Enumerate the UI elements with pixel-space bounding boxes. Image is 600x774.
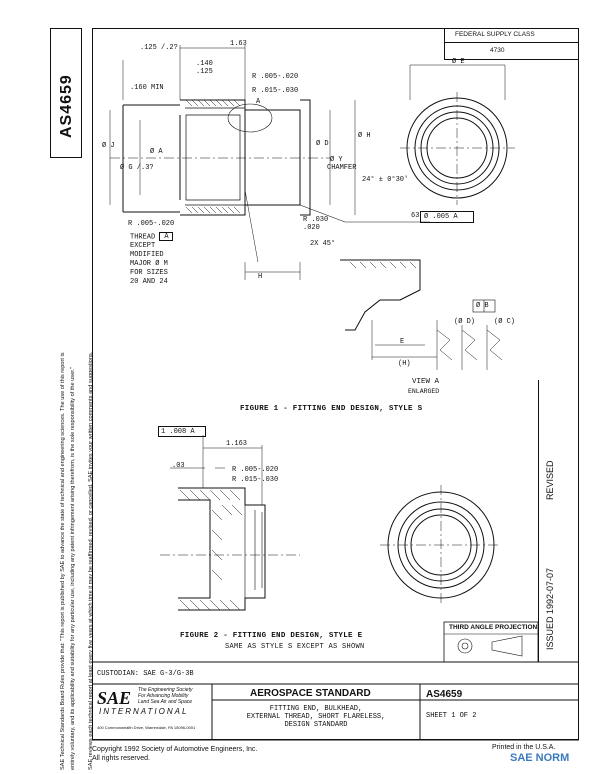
watermark-logo: SAE NORM <box>510 752 570 764</box>
view-a-enlarged <box>340 259 503 370</box>
copyright: Copyright 1992 Society of Automotive Eng… <box>92 746 258 753</box>
dim-oh: Ø H <box>358 132 371 140</box>
dim-125b: .125 <box>196 68 213 76</box>
dim-163: 1.63 <box>230 40 247 48</box>
fig2-end-view <box>380 485 500 605</box>
dim-e: E <box>400 338 405 346</box>
dim-od-ref: (Ø D) <box>454 318 476 326</box>
fcf-box <box>420 211 474 223</box>
doc-title: FITTING END, BULKHEAD, EXTERNAL THREAD, … <box>246 705 386 729</box>
printed: Printed in the U.S.A. <box>492 744 556 751</box>
third-angle-label: THIRD ANGLE PROJECTION <box>449 624 538 631</box>
dim-ob: Ø B <box>476 302 489 310</box>
fig2-dim-1163: 1.163 <box>226 440 248 448</box>
rights: All rights reserved. <box>92 755 150 762</box>
fig2-dim-r015: R .015-.030 <box>232 476 279 484</box>
view-a-label: VIEW A <box>412 378 440 386</box>
title-doc-number: AS4659 <box>426 689 463 700</box>
fig2-dim-r005: R .005-.020 <box>232 466 279 474</box>
label-chamfer: CHAMFER <box>327 164 357 172</box>
dim-r005: R .005-.020 <box>252 73 299 81</box>
federal-supply-box <box>444 28 579 60</box>
dim-og: Ø G /.3? <box>120 164 154 172</box>
dim-oa: Ø A <box>150 148 163 156</box>
thread-note: THREAD A EXCEPT MODIFIED MAJOR Ø M FOR S… <box>130 232 174 287</box>
title-block-lines <box>92 661 579 741</box>
label-a: A <box>256 98 261 106</box>
fig2-fcf-box <box>158 426 206 437</box>
fig1-section-view <box>109 45 430 280</box>
view-a-sub: ENLARGED <box>408 388 440 395</box>
dim-od: Ø D <box>316 140 329 148</box>
doc-number-box <box>50 28 82 158</box>
dim-r015: R .015-.030 <box>252 87 299 95</box>
sae-logo: SAE <box>97 688 132 708</box>
dim-r005b: R .005-.020 <box>128 220 175 228</box>
dim-angle: 24° ± 0°30' <box>362 176 409 184</box>
dim-125: .125 /.2? <box>140 44 178 52</box>
dim-r030: R .030 <box>303 216 329 224</box>
dim-oj: Ø J <box>102 142 115 150</box>
fcf-text: Ø .005 A <box>424 213 458 221</box>
dim-oe: Ø E <box>452 58 465 66</box>
fig1-end-view <box>400 64 515 205</box>
sheet-number: SHEET 1 OF 2 <box>426 712 477 720</box>
dim-oy: Ø Y <box>330 156 343 164</box>
dim-020: .020 <box>303 224 320 232</box>
sae-international: INTERNATIONAL <box>99 707 189 716</box>
figure1-caption: FIGURE 1 - FITTING END DESIGN, STYLE S <box>240 405 423 413</box>
figure2-caption: FIGURE 2 - FITTING END DESIGN, STYLE E <box>180 632 363 640</box>
figure2-subcaption: SAME AS STYLE S EXCEPT AS SHOWN <box>225 643 365 651</box>
sae-address: 400 Commonwealth Drive, Warrendale, PA 1… <box>97 725 196 730</box>
sae-tagline: The Engineering Society For Advancing Mo… <box>138 687 193 705</box>
custodian: CUSTODIAN: SAE G-3/G-3B <box>97 670 194 678</box>
dim-140: .140 <box>196 60 213 68</box>
dim-h: H <box>258 273 263 281</box>
fig2-fcf-text: 1 .008 A <box>161 428 195 436</box>
dim-2x45: 2X 45° <box>310 240 336 248</box>
dim-160min: .160 MIN <box>130 84 164 92</box>
dim-oc-ref: (Ø C) <box>494 318 516 326</box>
dim-h-ref: (H) <box>398 360 411 368</box>
federal-supply-value: 4730 <box>490 47 505 54</box>
fig2-dim-03: .03 <box>172 462 185 470</box>
dim-63: 63 <box>411 212 420 220</box>
fig2-section-view <box>160 435 300 611</box>
federal-supply-label: FEDERAL SUPPLY CLASS <box>455 31 535 38</box>
category-title: AEROSPACE STANDARD <box>250 688 371 699</box>
